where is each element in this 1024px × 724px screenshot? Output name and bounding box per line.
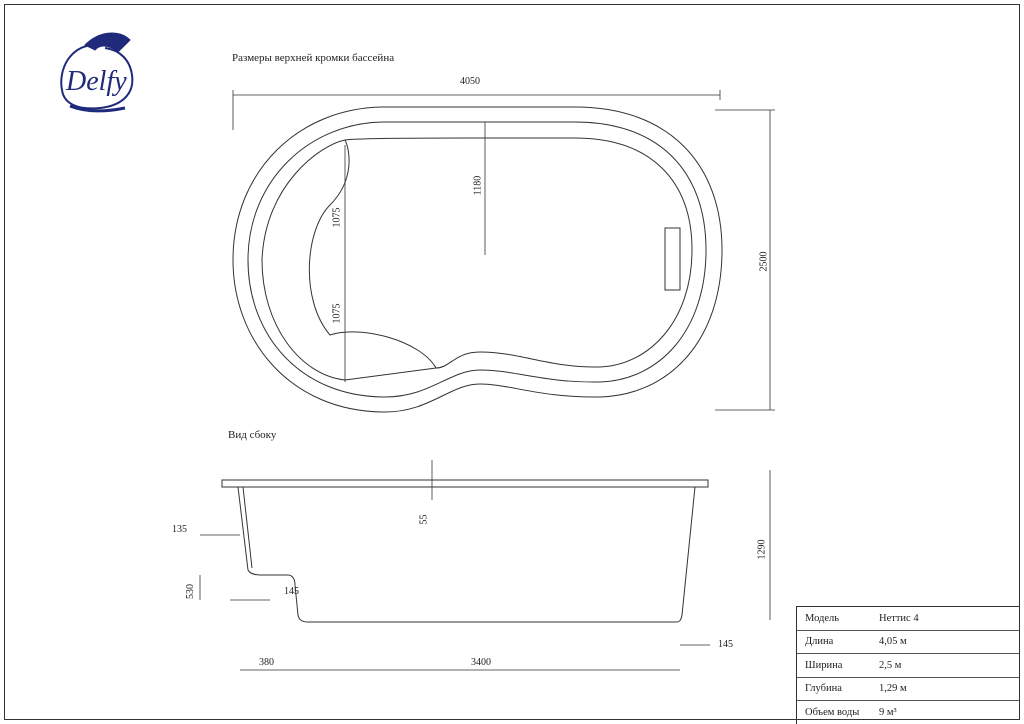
dim-rim: 55 (418, 514, 430, 525)
spec-label: Длина (805, 636, 834, 648)
spec-row-width: Ширина 2,5 м (797, 654, 1019, 678)
dim-bottom-length: 3400 (471, 657, 491, 668)
dimension-lines (199, 90, 775, 671)
dim-depth: 1290 (756, 539, 768, 560)
side-view-title: Вид сбоку (228, 429, 277, 441)
spec-value: 9 м³ (879, 706, 897, 718)
dim-length: 4050 (460, 76, 480, 87)
spec-value: 4,05 м (879, 636, 907, 648)
spec-table: Модель Неттис 4 Длина 4,05 м Ширина 2,5 м Г… (796, 606, 1019, 724)
spec-row-volume: Объем воды 9 м³ (797, 701, 1019, 724)
spec-value: 1,29 м (879, 683, 907, 695)
dim-wall-offset: 135 (172, 524, 187, 535)
pool-side-profile (221, 479, 709, 623)
dim-step-lower: 1075 (331, 303, 343, 324)
spec-label: Объем воды (805, 706, 860, 718)
spec-label: Ширина (805, 659, 843, 671)
dim-step-height: 530 (185, 584, 196, 599)
dim-step-upper: 1075 (331, 207, 343, 228)
pool-top-outline (232, 106, 723, 413)
dim-width: 2500 (758, 251, 770, 272)
spec-value: 2,5 м (879, 659, 902, 671)
spec-label: Модель (805, 612, 840, 624)
drawing-frame (4, 4, 1020, 720)
spec-label: Глубина (805, 683, 842, 695)
dim-right-offset: 145 (718, 639, 733, 650)
top-view-title: Размеры верхней кромки бассейна (232, 52, 395, 64)
spec-value: Неттис 4 (879, 612, 919, 624)
spec-row-model: Модель Неттис 4 (797, 607, 1019, 631)
dim-center-depth: 1180 (472, 175, 484, 196)
delfy-logo: Delfy (60, 32, 134, 113)
dim-step-width: 380 (259, 657, 274, 668)
svg-text:Delfy: Delfy (65, 66, 127, 97)
spec-row-depth: Глубина 1,29 м (797, 678, 1019, 701)
spec-row-length: Длина 4,05 м (797, 631, 1019, 654)
dim-step-offset: 145 (284, 586, 299, 597)
